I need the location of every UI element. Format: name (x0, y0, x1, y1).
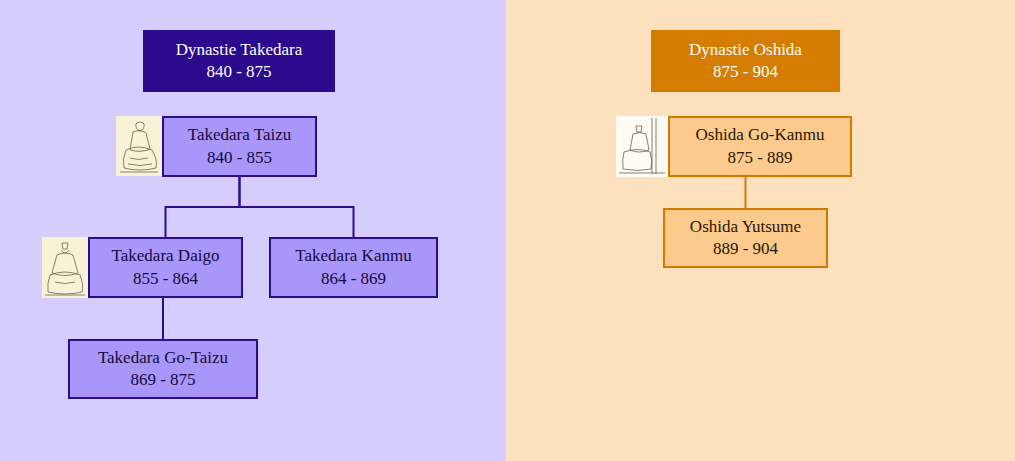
dynasty-header: Dynastie Oshida875 - 904 (651, 30, 840, 92)
ruler-name: Oshida Go-Kanmu (696, 124, 825, 146)
portrait-illustration (42, 237, 88, 298)
reign-years: 875 - 904 (713, 61, 778, 83)
left-panel (0, 0, 506, 461)
portrait-illustration (116, 116, 162, 176)
ruler-name: Takedara Go-Taizu (98, 347, 228, 369)
portrait-illustration (616, 116, 668, 177)
reign-years: 889 - 904 (713, 238, 778, 260)
reign-years: 875 - 889 (727, 147, 792, 169)
ruler-name: Oshida Yutsume (690, 216, 801, 238)
dynasty-header: Dynastie Takedara840 - 875 (143, 30, 335, 92)
ruler-name: Takedara Taizu (188, 124, 292, 146)
ruler-name: Dynastie Oshida (689, 39, 802, 61)
reign-years: 864 - 869 (321, 268, 386, 290)
ruler-name: Takedara Daigo (112, 245, 220, 267)
ruler-box: Takedara Kanmu864 - 869 (269, 237, 438, 298)
lineage-connector (162, 298, 164, 339)
reign-years: 855 - 864 (133, 268, 198, 290)
lineage-connector (166, 177, 240, 237)
ruler-name: Dynastie Takedara (176, 39, 302, 61)
ruler-box: Oshida Go-Kanmu875 - 889 (668, 116, 852, 177)
lineage-connector (745, 177, 747, 208)
lineage-connector (240, 177, 354, 237)
right-panel (506, 0, 1015, 461)
reign-years: 840 - 855 (207, 147, 272, 169)
reign-years: 840 - 875 (206, 61, 271, 83)
ruler-name: Takedara Kanmu (295, 245, 411, 267)
ruler-box: Takedara Daigo855 - 864 (88, 237, 243, 298)
reign-years: 869 - 875 (130, 369, 195, 391)
ruler-box: Takedara Go-Taizu869 - 875 (68, 339, 258, 399)
ruler-box: Takedara Taizu840 - 855 (162, 116, 317, 177)
ruler-box: Oshida Yutsume889 - 904 (663, 208, 828, 268)
